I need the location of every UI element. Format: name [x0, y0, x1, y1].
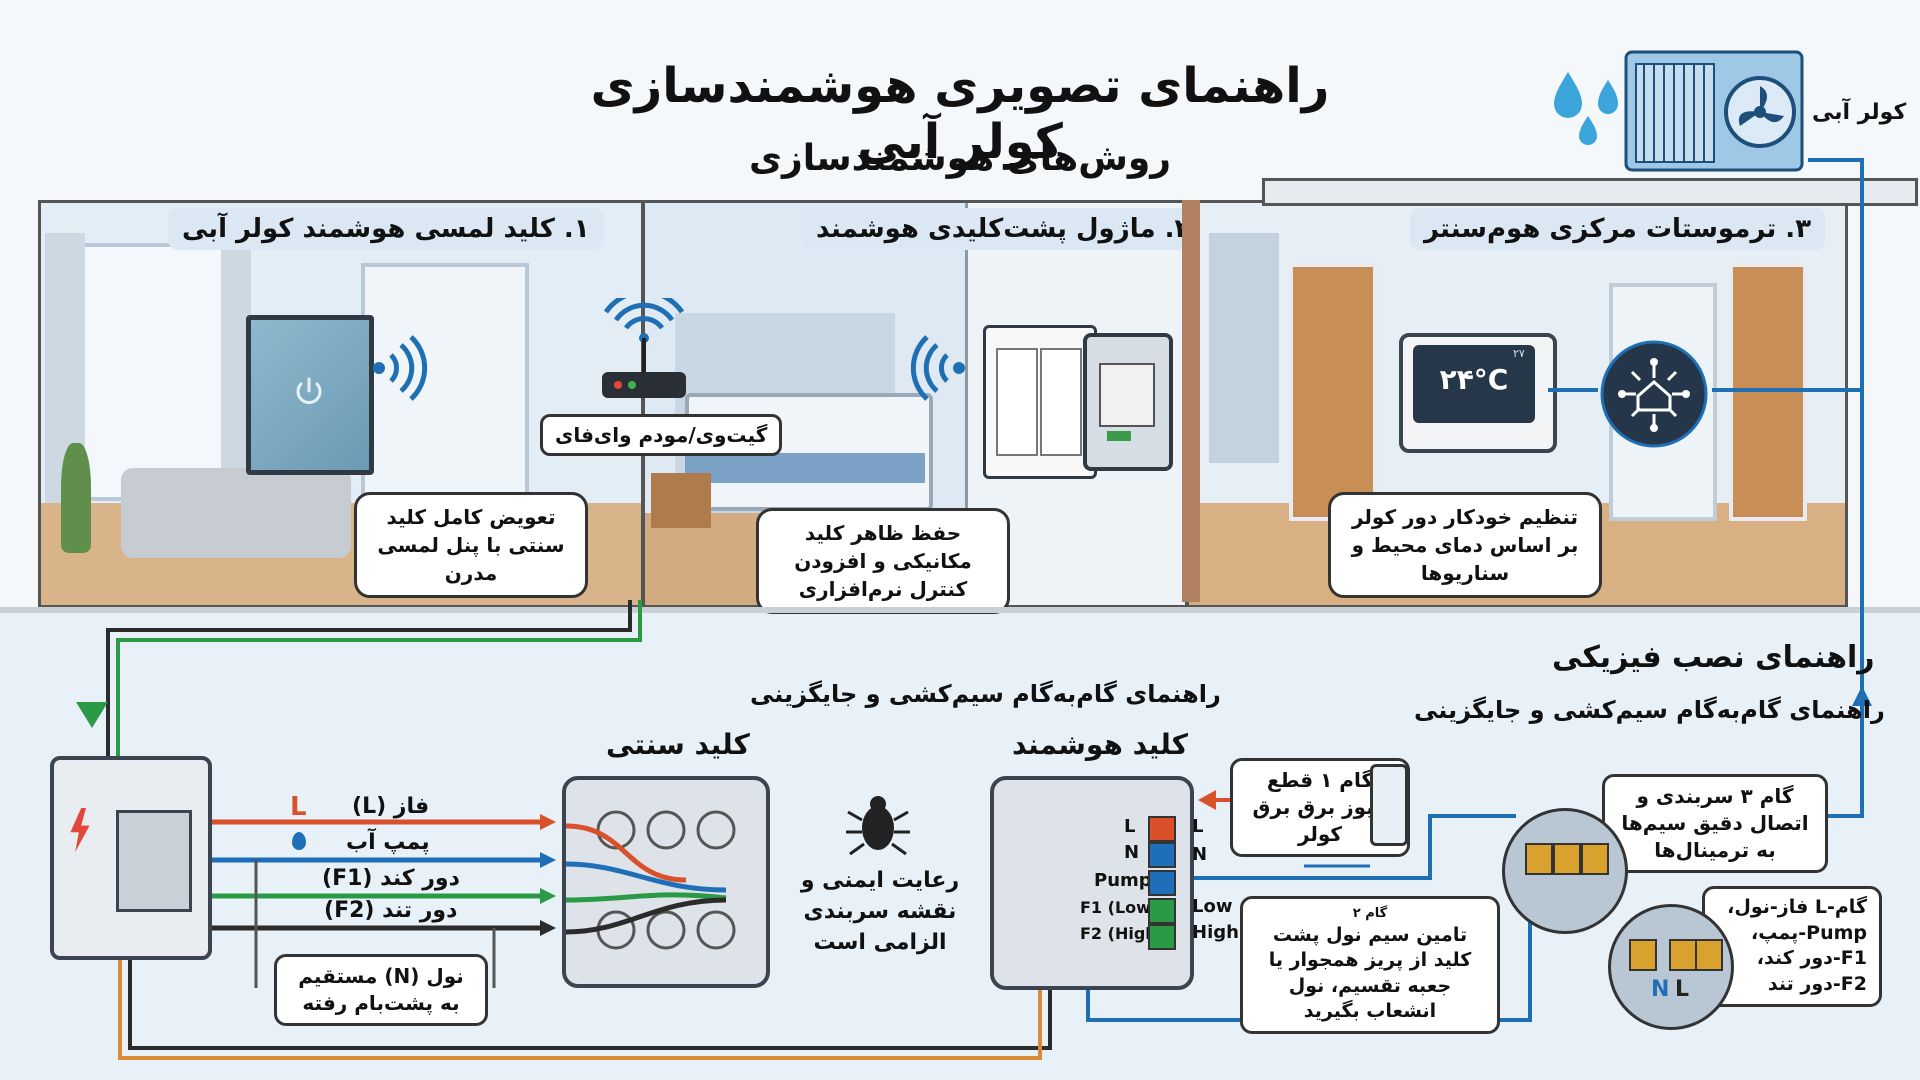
- step-4-box: گام-L فاز-نول، Pump-پمپ، F1-دور کند، F2-…: [1702, 886, 1882, 1007]
- terminal-l-screw[interactable]: [1148, 816, 1176, 842]
- terminal-f2: F2 (High): [1080, 924, 1164, 943]
- connector-n: N: [1651, 977, 1670, 1002]
- side-label-n: N: [1192, 844, 1208, 865]
- smart-module-box: [1083, 333, 1173, 471]
- side-label-low: Low: [1192, 896, 1233, 917]
- page-title: راهنمای تصویری هوشمندسازی کولر آبی: [590, 58, 1330, 170]
- neutral-note: نول (N) مستقیم به پشت‌بام رفته: [274, 954, 488, 1026]
- traditional-switch-box: [562, 776, 770, 988]
- touch-switch-panel: [246, 315, 374, 475]
- fuse-icon: [1370, 764, 1408, 846]
- mechanical-switch: [983, 325, 1097, 479]
- step-2-title: گام ۲: [1352, 906, 1388, 921]
- terminal-n: N: [1124, 842, 1140, 863]
- side-label-l: L: [1192, 816, 1204, 837]
- wire-phase-letter: L: [290, 792, 307, 822]
- step-2-text: تامین سیم نول پشت کلید از پریز همجوار یا…: [1268, 923, 1472, 1023]
- terminal-l: L: [1124, 816, 1136, 837]
- terminal-f1-screw[interactable]: [1148, 898, 1176, 924]
- side-label-high: High: [1192, 922, 1239, 943]
- wire-low-label: دور کند (F1): [322, 866, 460, 891]
- gateway-label: گیت‌وی/مودم وای‌فای: [540, 414, 783, 456]
- panel-1-callout: تعویض کامل کلید سنتی با پنل لمسی مدرن: [354, 492, 588, 598]
- wifi-signal-icon-2: [910, 335, 965, 401]
- install-heading: راهنمای نصب فیزیکی: [1552, 640, 1875, 675]
- terminal-pump: Pump: [1094, 870, 1152, 891]
- circuit-breaker[interactable]: [116, 810, 192, 912]
- page-subtitle: روش‌های هوشمندسازی: [749, 138, 1171, 179]
- evaporative-cooler-icon: [1624, 50, 1804, 172]
- distribution-board: [50, 756, 212, 960]
- cooler-label: کولر آبی: [1812, 100, 1907, 125]
- install-subheading-center: راهنمای گام‌به‌گام سیم‌کشی و جایگزینی: [750, 680, 1221, 708]
- terminal-pump-screw[interactable]: [1148, 870, 1176, 896]
- terminal-f1: F1 (Low): [1080, 898, 1159, 917]
- step-2-box: گام ۲ تامین سیم نول پشت کلید از پریز همج…: [1240, 896, 1500, 1035]
- wire-pump-label: پمپ آب: [346, 830, 430, 855]
- thermostat-device: ۲۴°C ۲۷: [1399, 333, 1557, 453]
- terminal-f2-screw[interactable]: [1148, 924, 1176, 950]
- water-drops-icon: [1554, 72, 1618, 145]
- wire-phase-label: فاز (L): [352, 794, 430, 819]
- terminal-closeup-2: N L: [1608, 904, 1734, 1030]
- traditional-switch-title: کلید سنتی: [606, 728, 750, 761]
- panel-1-title: ۱. کلید لمسی هوشمند کولر آبی: [168, 208, 604, 250]
- connector-l: L: [1675, 977, 1690, 1002]
- terminal-n-screw[interactable]: [1148, 842, 1176, 868]
- smart-switch-title: کلید هوشمند: [1012, 728, 1188, 761]
- water-drop-icon: [292, 832, 306, 850]
- safety-note: رعایت ایمنی و نقشه سربندی الزامی است: [800, 868, 960, 955]
- bug-icon: [846, 796, 910, 856]
- panel-2-title: ۲. ماژول پشت‌کلیدی هوشمند: [802, 208, 1205, 250]
- wifi-signal-icon: [373, 335, 428, 401]
- step-3-box: گام ۳ سربندی و اتصال دقیق سیم‌ها به ترمی…: [1602, 774, 1828, 873]
- install-subheading-right: راهنمای گام‌به‌گام سیم‌کشی و جایگزینی: [1414, 696, 1885, 724]
- power-icon: [296, 377, 322, 404]
- thermostat-corner-value: ۲۷: [1513, 347, 1525, 360]
- wall-divider: [1182, 200, 1200, 602]
- smart-switch-box: L N Pump F1 (Low) F2 (High): [990, 776, 1194, 990]
- thermostat-temperature: ۲۴°C: [1439, 363, 1509, 396]
- panel-3-title: ۳. ترموستات مرکزی هوم‌سنتر: [1410, 208, 1826, 250]
- home-center-hub-icon: [1600, 340, 1708, 448]
- lightning-icon: [70, 808, 90, 852]
- panel-3-callout: تنظیم خودکار دور کولر بر اساس دمای محیط …: [1328, 492, 1602, 598]
- wire-high-label: دور تند (F2): [324, 898, 458, 923]
- terminal-closeup-1: [1502, 808, 1628, 934]
- roof: [1262, 178, 1918, 206]
- router-icon: [602, 298, 686, 398]
